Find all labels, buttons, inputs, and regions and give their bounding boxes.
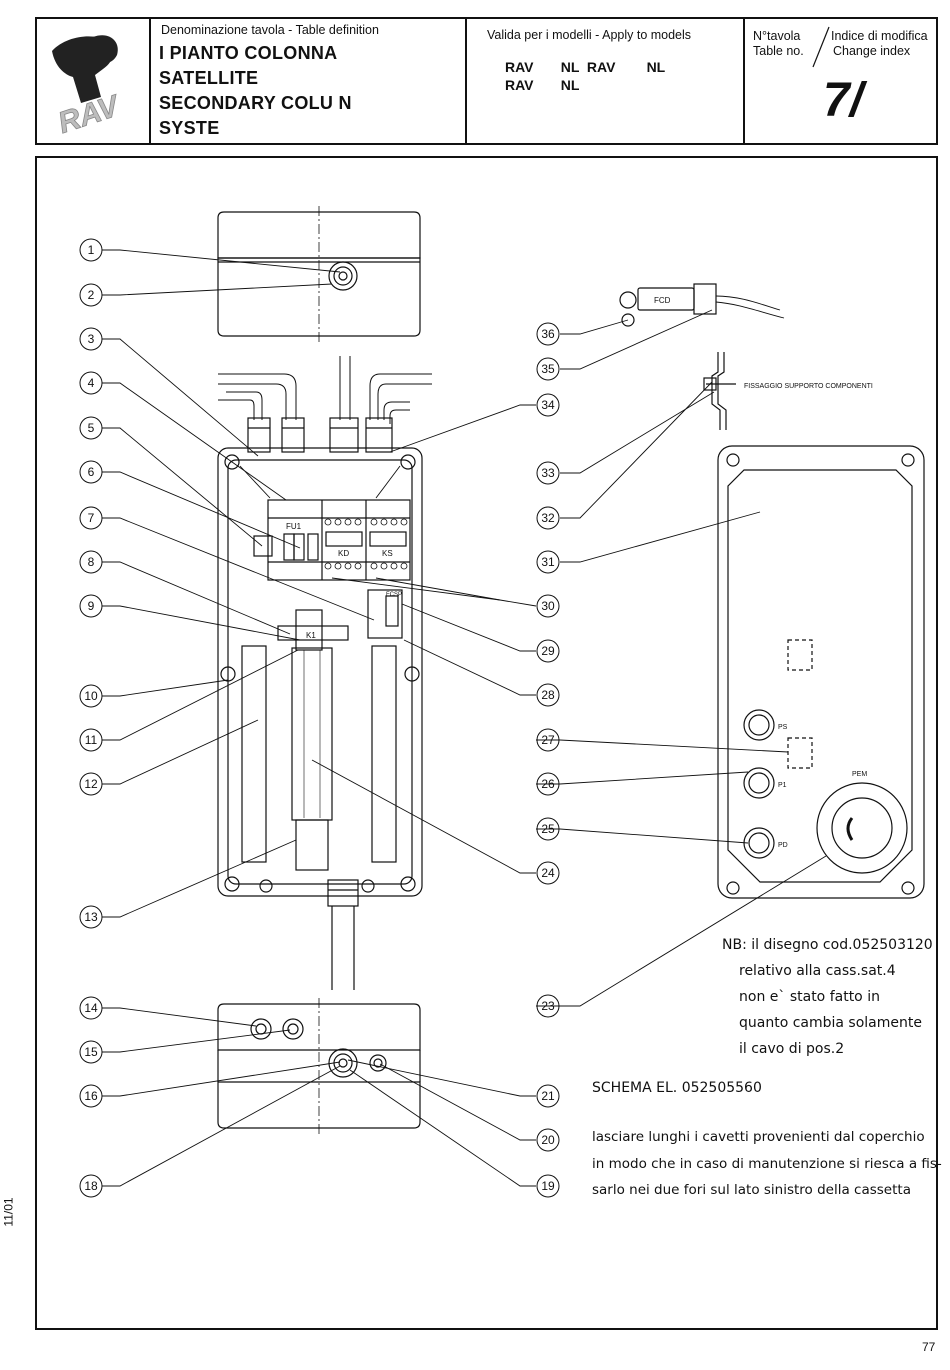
models-cell: Valida per i modelli - Apply to models R…	[467, 19, 745, 143]
instruction-line-3: sarlo nei due fori sul lato sinistro del…	[592, 1182, 911, 1198]
label-pd: PD	[778, 842, 788, 849]
table-no-label-it: N°tavola	[753, 29, 801, 43]
title-line-2: SATELLITE	[159, 68, 259, 88]
label-ks: KS	[382, 549, 393, 558]
label-fcd: FCD	[654, 296, 671, 305]
component-labels: FU1 KD KS K1 FCSP FCD FISSAGGIO SUPPORTO…	[286, 296, 873, 849]
callout-10: 10	[84, 689, 98, 703]
bottom-base	[217, 998, 421, 1134]
callout-numbers: 1 2 3 4 5 6 7 8 9 10 11 12 13 14 15 16 1…	[84, 243, 555, 1193]
label-p1: P1	[778, 782, 787, 789]
callout-31: 31	[541, 555, 555, 569]
models-label: Valida per i modelli - Apply to models	[487, 28, 692, 42]
logo-cell: RAV	[37, 19, 151, 143]
fcd-switch	[619, 283, 785, 327]
label-pem: PEM	[852, 771, 867, 778]
nb-line-5: il cavo di pos.2	[739, 1041, 845, 1057]
callout-21: 21	[541, 1089, 555, 1103]
cover-face	[717, 445, 925, 899]
callout-19: 19	[541, 1179, 555, 1193]
change-index-label-it: Indice di modifica	[831, 29, 928, 43]
callout-13: 13	[84, 910, 98, 924]
callout-28: 28	[541, 688, 555, 702]
label-ps: PS	[778, 724, 788, 731]
definition-label: Denominazione tavola - Table definition	[161, 23, 379, 37]
callout-33: 33	[541, 466, 555, 480]
callout-34: 34	[541, 398, 555, 412]
table-no-label-en: Table no.	[753, 44, 804, 58]
table-number: 7/	[823, 74, 864, 127]
leader-lines	[102, 249, 827, 1187]
label-fcsp: FCSP	[386, 592, 402, 598]
callout-20: 20	[541, 1133, 555, 1147]
nb-note: NB: il disegno cod.052503120 relativo al…	[722, 932, 933, 1062]
callout-2: 2	[88, 288, 95, 302]
callout-3: 3	[88, 332, 95, 346]
instruction-note: lasciare lunghi i cavetti provenienti da…	[592, 1124, 942, 1204]
change-index-label-en: Change index	[833, 44, 911, 58]
models-line-2: RAV NL	[505, 77, 580, 93]
callout-32: 32	[541, 511, 555, 525]
callout-27: 27	[541, 733, 555, 747]
definition-cell: Denominazione tavola - Table definition …	[151, 19, 467, 143]
cable-glands	[247, 417, 393, 453]
callout-6: 6	[88, 465, 95, 479]
callout-23: 23	[541, 999, 555, 1013]
callout-5: 5	[88, 421, 95, 435]
callout-7: 7	[88, 511, 95, 525]
callout-30: 30	[541, 599, 555, 613]
callout-16: 16	[84, 1089, 98, 1103]
title-block: RAV Denominazione tavola - Table definit…	[35, 17, 938, 145]
main-enclosure	[217, 447, 423, 990]
top-cables	[218, 356, 432, 424]
logo-text: RAV	[54, 89, 125, 140]
title-line-1: I PIANTO COLONNA	[159, 43, 338, 63]
callout-36: 36	[541, 327, 555, 341]
callout-12: 12	[84, 777, 98, 791]
change-index-label: Indice di modifica Change index	[831, 29, 928, 59]
label-fu1: FU1	[286, 522, 302, 531]
callout-8: 8	[88, 555, 95, 569]
index-cell: N°tavola Table no. Indice di modifica Ch…	[745, 19, 936, 143]
fixing-bracket	[703, 352, 736, 430]
callout-14: 14	[84, 1001, 98, 1015]
side-date: 11/01	[1, 1197, 16, 1227]
rav-logo: RAV	[52, 35, 126, 140]
instruction-line-2: in modo che in caso di manutenzione si r…	[592, 1155, 942, 1172]
nb-line-2: relativo alla cass.sat.4	[739, 963, 896, 979]
callout-11: 11	[85, 733, 98, 747]
callout-24: 24	[541, 866, 555, 880]
callout-35: 35	[541, 362, 555, 376]
callout-15: 15	[84, 1045, 98, 1059]
label-fissaggio: FISSAGGIO SUPPORTO COMPONENTI	[744, 383, 873, 390]
callout-25: 25	[541, 822, 555, 836]
label-k1: K1	[306, 631, 316, 640]
instruction-line-1: lasciare lunghi i cavetti provenienti da…	[592, 1129, 925, 1145]
drawing-frame	[35, 156, 938, 1330]
callout-1: 1	[88, 243, 95, 257]
callout-9: 9	[88, 599, 95, 613]
table-no-label: N°tavola Table no.	[753, 29, 804, 59]
callout-26: 26	[541, 777, 555, 791]
callout-29: 29	[541, 644, 555, 658]
nb-line-3: non e` stato fatto in	[739, 989, 880, 1005]
schema-note: SCHEMA EL. 052505560	[592, 1080, 762, 1096]
callout-4: 4	[88, 376, 95, 390]
page-number: 77	[922, 1340, 936, 1354]
nb-line-4: quanto cambia solamente	[739, 1015, 922, 1031]
models-line-1: RAV NL RAV NL	[505, 59, 666, 75]
title-line-4: SYSTE	[159, 118, 220, 138]
callout-18: 18	[84, 1179, 98, 1193]
divider-slash	[812, 26, 830, 68]
drawing-title: I PIANTO COLONNA SATELLITE SECONDARY COL…	[159, 41, 352, 141]
callout-circles	[79, 238, 560, 1198]
label-kd: KD	[338, 549, 349, 558]
nb-line-1: NB: il disegno cod.052503120	[722, 937, 933, 953]
top-cover	[217, 206, 421, 342]
title-line-3: SECONDARY COLU N	[159, 93, 352, 113]
